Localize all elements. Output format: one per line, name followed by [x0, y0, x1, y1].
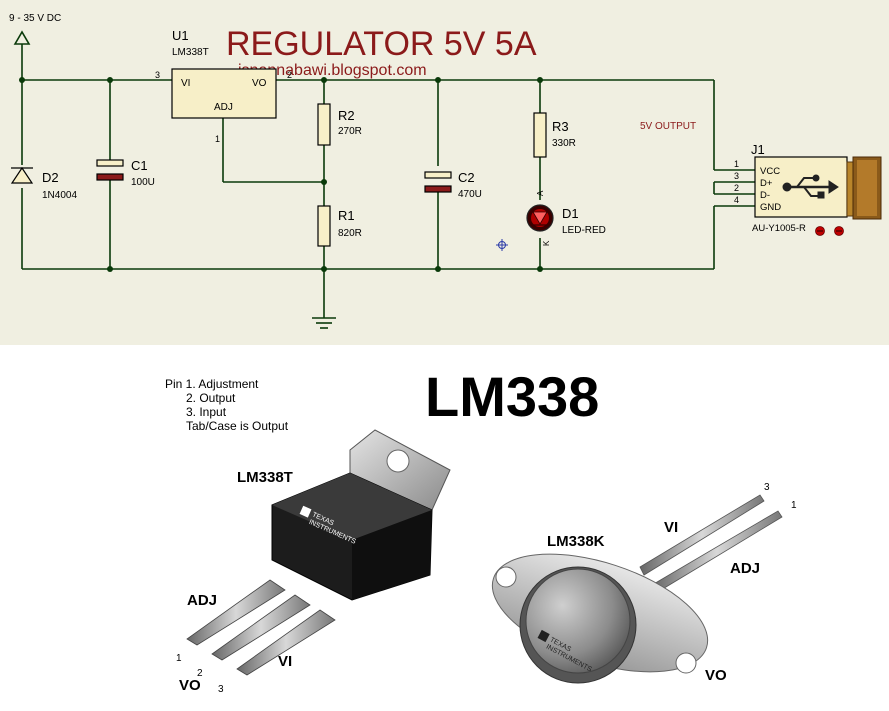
- j1-pin-num-2: 3: [734, 171, 739, 181]
- blog-url: isnannabawi.blogspot.com: [238, 62, 427, 79]
- d1-ref: D1: [562, 206, 579, 221]
- r2-value: 270R: [338, 126, 362, 137]
- u1-pin-vi: VI: [181, 78, 190, 89]
- package-title: LM338: [425, 365, 599, 428]
- pinout-line-1: Pin 1. Adjustment: [165, 377, 259, 391]
- ti-logo-icon: [299, 505, 312, 518]
- j1-pin-num-3: 2: [734, 183, 739, 193]
- to220-package: [186, 429, 451, 676]
- led-d1: [526, 204, 554, 232]
- schematic-panel: 9 - 35 V DC REGULATOR 5V 5A isnannabawi.…: [0, 0, 889, 345]
- page-title: REGULATOR 5V 5A: [226, 25, 537, 63]
- u1-pin-vo: VO: [252, 78, 267, 89]
- ground-icon: [312, 317, 336, 329]
- crosshair-icon: [496, 239, 508, 251]
- to3-package: [491, 494, 783, 684]
- r1-value: 820R: [338, 228, 362, 239]
- r2-ref: R2: [338, 108, 355, 123]
- j1-pin-name-2: D+: [760, 178, 773, 189]
- pinout-line-2: 2. Output: [186, 391, 236, 405]
- c2-ref: C2: [458, 170, 475, 185]
- schematic-wires: [21, 48, 755, 318]
- c1-ref: C1: [131, 158, 148, 173]
- j1-pin-name-1: VCC: [760, 166, 780, 177]
- schematic-canvas: 9 - 35 V DC REGULATOR 5V 5A isnannabawi.…: [9, 13, 882, 329]
- to220-vi: VI: [278, 653, 292, 670]
- supply-label: 9 - 35 V DC: [9, 13, 61, 24]
- u1-part: LM338T: [172, 47, 209, 58]
- supply-terminal: [13, 30, 31, 48]
- to3-pin3: 3: [764, 482, 770, 493]
- r3-ref: R3: [552, 119, 569, 134]
- capacitor-c1: [96, 159, 124, 181]
- j1-pin-num-4: 4: [734, 195, 739, 205]
- to220-vo: VO: [179, 677, 201, 694]
- capacitor-c2: [424, 171, 452, 193]
- output-label: 5V OUTPUT: [640, 121, 696, 132]
- to220-label: LM338T: [237, 469, 293, 486]
- to3-pin1: 1: [791, 500, 797, 511]
- to3-adj: ADJ: [730, 560, 760, 577]
- to220-pin1: 1: [176, 653, 182, 664]
- usb-icon: [782, 174, 839, 199]
- resistor-r3: [533, 112, 547, 158]
- c2-value: 470U: [458, 189, 482, 200]
- resistor-r2: [317, 103, 331, 146]
- to3-vo: VO: [705, 667, 727, 684]
- j1-pin-name-3: D-: [760, 190, 770, 201]
- u1-pin1-num: 1: [215, 134, 220, 144]
- j1-pin-name-4: GND: [760, 202, 781, 213]
- d1-cathode: K: [542, 240, 551, 246]
- to220-pin3: 3: [218, 684, 224, 695]
- to3-vi: VI: [664, 519, 678, 536]
- j1-status-dots: [815, 226, 844, 236]
- package-panel: Pin 1. Adjustment 2. Output 3. Input Tab…: [0, 345, 889, 711]
- d2-ref: D2: [42, 170, 59, 185]
- diode-d2: [10, 166, 34, 184]
- u1-pin3-num: 3: [155, 70, 160, 80]
- pinout-line-3: 3. Input: [186, 405, 227, 419]
- c1-value: 100U: [131, 177, 155, 188]
- package-canvas: Pin 1. Adjustment 2. Output 3. Input Tab…: [165, 365, 797, 695]
- r3-value: 330R: [552, 138, 576, 149]
- j1-pin-num-1: 1: [734, 159, 739, 169]
- to220-adj: ADJ: [187, 592, 217, 609]
- r1-ref: R1: [338, 208, 355, 223]
- resistor-r1: [317, 205, 331, 247]
- u1-ref: U1: [172, 28, 189, 43]
- u1-pin2-num: 2: [287, 70, 292, 80]
- pinout-line-4: Tab/Case is Output: [186, 419, 289, 433]
- j1-part: AU-Y1005-R: [752, 223, 806, 234]
- d1-anode: A: [536, 190, 545, 196]
- to220-pin2: 2: [197, 668, 203, 679]
- d2-value: 1N4004: [42, 190, 77, 201]
- d1-value: LED-RED: [562, 225, 606, 236]
- j1-ref: J1: [751, 142, 765, 157]
- u1-pin-adj: ADJ: [214, 102, 233, 113]
- ti-logo-icon: [537, 629, 550, 643]
- to3-label: LM338K: [547, 533, 605, 550]
- regulator-u1: [171, 68, 277, 119]
- junction-dots: [19, 77, 543, 272]
